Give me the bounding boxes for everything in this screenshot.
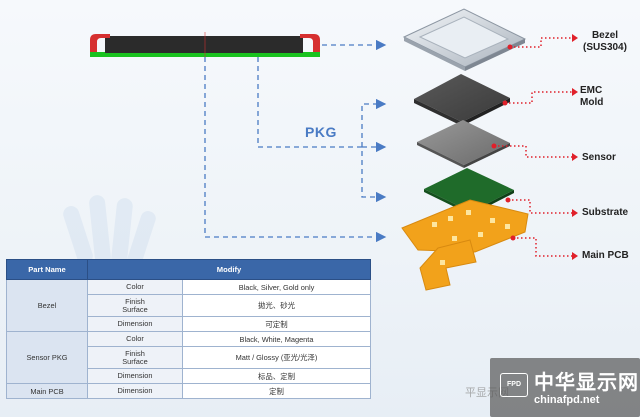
table-header-row: Part Name Modify [6, 259, 371, 280]
part-cell: Main PCB [6, 383, 88, 399]
main-pcb-arrow [204, 57, 387, 243]
main-pcb-label: Main PCB [582, 250, 629, 261]
cross-section-bezel-left [90, 34, 110, 52]
table-row: Sensor PKG Color Black, White, Magenta [6, 331, 371, 384]
table-row: Main PCB Dimension 定制 [6, 383, 371, 399]
value-cell: Black, White, Magenta [182, 331, 371, 347]
substrate-pointer [508, 199, 572, 214]
table-row: Dimension 可定制 [7, 316, 371, 332]
layer-main-pcb [401, 199, 529, 291]
table-row: Finish Surface Matt / Glossy (亚光/光泽) [7, 346, 371, 369]
attribute-cell: Finish Surface [87, 294, 183, 317]
value-cell: Black, Silver, Gold only [182, 279, 371, 295]
customization-table: Part Name Modify Bezel Color Black, Silv… [6, 259, 371, 399]
background-hand-shape [63, 195, 156, 268]
layer-sensor [417, 120, 510, 168]
attribute-cell: Color [87, 279, 183, 295]
value-cell: 可定制 [182, 316, 371, 332]
emc-pointer [505, 91, 572, 104]
pointer-dots [491, 44, 516, 241]
value-cell: 定制 [182, 383, 371, 399]
table-row: Dimension 标品、定制 [7, 368, 371, 384]
connector-lines [204, 39, 387, 243]
cross-section-module [90, 32, 320, 58]
main-pcb-pointer [513, 237, 572, 257]
table-row: Finish Surface 拋光、砂光 [7, 294, 371, 317]
watermark-url: chinafpd.net [534, 394, 600, 406]
column-header-part: Part Name [6, 259, 88, 280]
layer-bezel [402, 8, 527, 71]
emc-arrow [361, 98, 387, 147]
part-cell: Bezel [6, 279, 88, 332]
emc-mold-label: EMC Mold [580, 85, 604, 108]
value-cell: 拋光、砂光 [182, 294, 371, 317]
attribute-cell: Dimension [87, 383, 183, 399]
cross-section-sensor [105, 36, 303, 53]
attribute-cell: Color [87, 331, 183, 347]
value-cell: Matt / Glossy (亚光/光泽) [182, 346, 371, 369]
value-cell: 标品、定制 [182, 368, 371, 384]
part-cell: Sensor PKG [6, 331, 88, 384]
sensor-pointer [494, 145, 572, 158]
cross-section-bezel-right [300, 34, 320, 52]
pkg-label: PKG [305, 124, 337, 140]
layer-emc-mold [414, 74, 510, 126]
attribute-cell: Dimension [87, 316, 183, 332]
label-pointers [494, 37, 572, 257]
table-row: Bezel Color Black, Silver, Gold only [6, 279, 371, 332]
watermark: FPD 中华显示网 chinafpd.net [490, 358, 640, 417]
watermark-site-name: 中华显示网 [534, 372, 639, 394]
substrate-label: Substrate [582, 207, 629, 218]
column-header-modify: Modify [87, 259, 371, 280]
sensor-label: Sensor [582, 152, 616, 163]
bezel-label: Bezel (SUS304) [583, 30, 627, 53]
attribute-cell: Finish Surface [87, 346, 183, 369]
watermark-logo-icon: FPD [500, 373, 528, 397]
attribute-cell: Dimension [87, 368, 183, 384]
